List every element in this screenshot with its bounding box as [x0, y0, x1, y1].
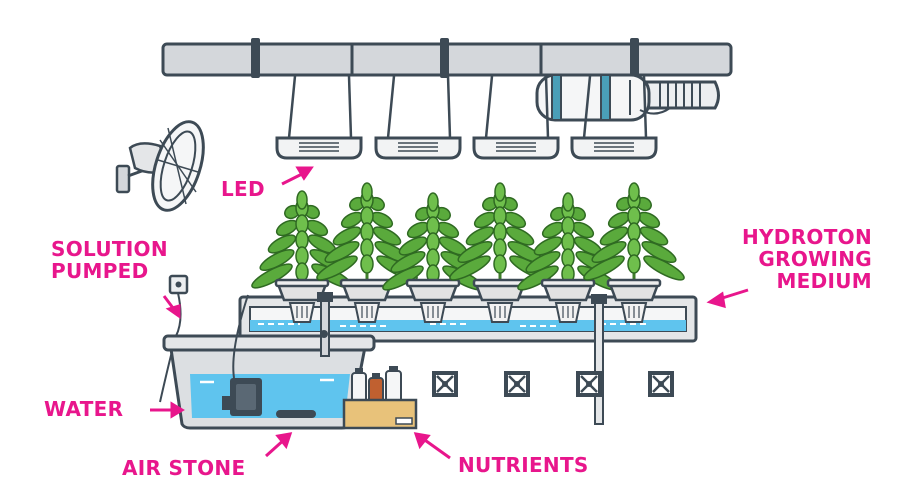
inline-fan: [535, 73, 720, 122]
label-air-stone: AIR STONE: [122, 456, 246, 480]
led-light: [570, 75, 658, 160]
label-hydroton-line1: HYDROTON: [741, 225, 872, 249]
pipes: [317, 292, 607, 425]
label-arrows: [150, 166, 749, 460]
arrow-hydroton: [706, 288, 749, 309]
arrow-air-stone: [264, 432, 293, 458]
led-light: [275, 75, 363, 160]
label-hydroton-line2: GROWING: [758, 247, 872, 271]
arrow-nutrients: [413, 432, 451, 460]
vent: [504, 371, 530, 397]
label-water: WATER: [44, 397, 124, 421]
label-solution-pumped: SOLUTION PUMPED: [51, 238, 168, 282]
led-lights: [275, 75, 658, 160]
plant: [382, 192, 484, 323]
vent: [576, 371, 602, 397]
ceiling-rail: [161, 38, 733, 78]
arrow-solution-pumped: [162, 295, 181, 319]
growing-trough: [238, 295, 698, 343]
plant: [517, 192, 619, 323]
wall-fan: [115, 120, 205, 212]
vent: [648, 371, 674, 397]
led-light: [374, 75, 462, 160]
label-hydroton: HYDROTON GROWING MEDIUM: [722, 226, 872, 292]
arrow-water: [150, 401, 185, 419]
label-solution-pumped-line2: PUMPED: [51, 259, 149, 283]
label-solution-pumped-line1: SOLUTION: [51, 237, 168, 261]
plant: [583, 182, 685, 323]
water-pump: [222, 294, 262, 416]
label-hydroton-line3: MEDIUM: [776, 269, 872, 293]
plants: [251, 182, 685, 323]
air-stone: [276, 410, 316, 418]
arrow-led: [281, 166, 314, 186]
reservoir: [162, 334, 376, 430]
led-light: [472, 75, 560, 160]
label-led: LED: [221, 177, 265, 201]
wall-vents: [432, 371, 674, 397]
vent: [432, 371, 458, 397]
label-nutrients: NUTRIENTS: [458, 453, 589, 477]
plant: [316, 182, 418, 323]
nutrients-crate: [342, 366, 418, 430]
